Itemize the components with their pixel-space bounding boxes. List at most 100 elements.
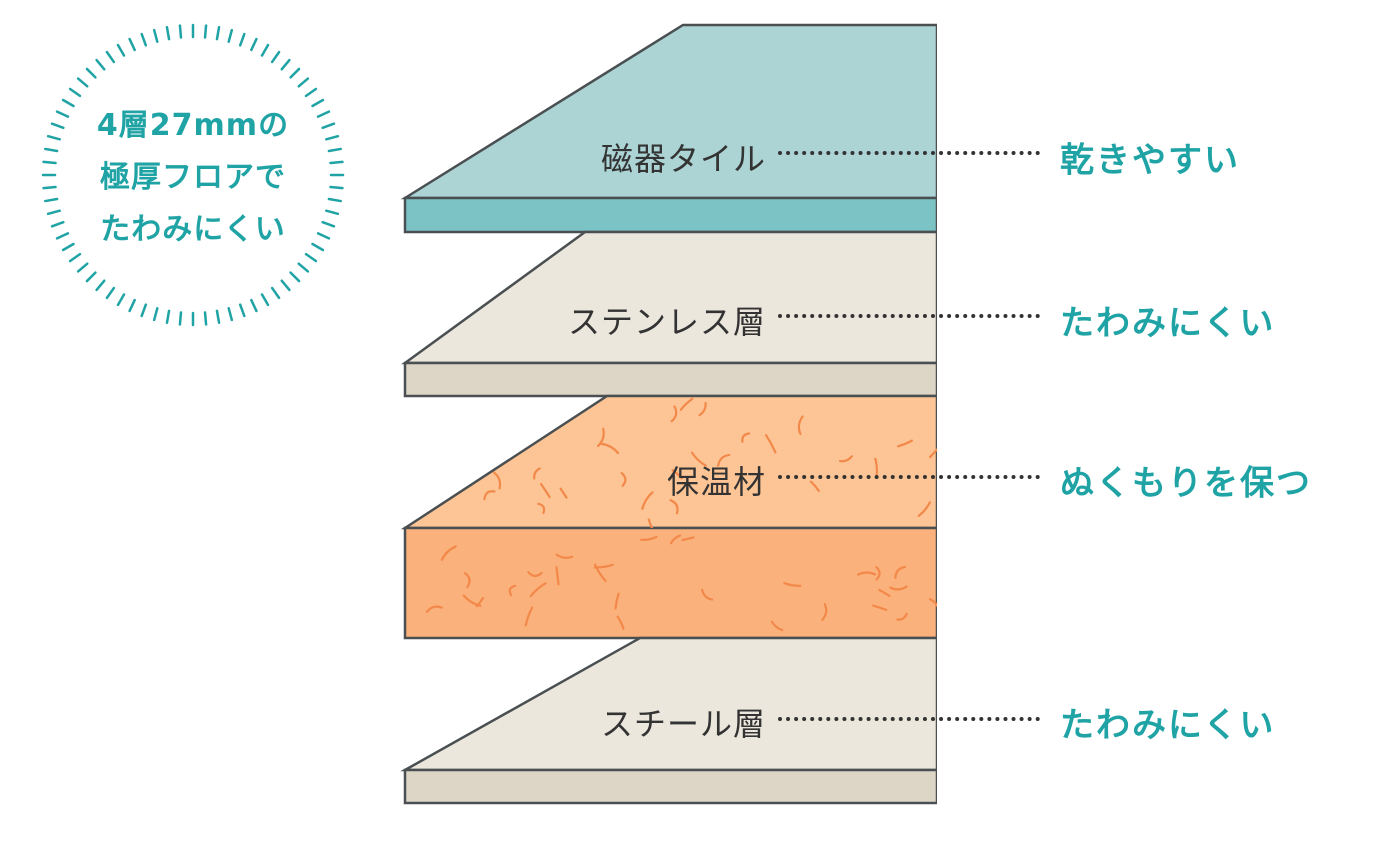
badge-tick bbox=[289, 67, 301, 79]
badge-tick bbox=[321, 220, 336, 228]
badge-tick bbox=[165, 26, 171, 41]
fiber-mark bbox=[600, 442, 620, 455]
badge-tick bbox=[316, 232, 331, 240]
badge-tick bbox=[105, 50, 116, 64]
badge-tick bbox=[50, 220, 65, 228]
badge-tick bbox=[250, 37, 258, 52]
fiber-mark bbox=[509, 397, 531, 408]
leader-line bbox=[778, 475, 1040, 479]
fiber-mark bbox=[878, 588, 891, 598]
fiber-mark bbox=[463, 572, 471, 589]
leader-line bbox=[778, 314, 1040, 318]
fiber-mark bbox=[593, 563, 614, 569]
fiber-mark bbox=[533, 467, 541, 480]
fiber-mark bbox=[896, 439, 914, 448]
layer-label-tile: 磁器タイル bbox=[600, 140, 766, 178]
badge-tick bbox=[329, 185, 344, 190]
badge-tick bbox=[250, 298, 258, 313]
badge-tick bbox=[128, 298, 136, 313]
badge-tick bbox=[68, 87, 82, 98]
fiber-mark bbox=[461, 407, 470, 422]
badge-tick bbox=[44, 147, 59, 153]
badge-tick bbox=[46, 209, 61, 216]
badge-tick bbox=[42, 185, 57, 190]
fiber-mark bbox=[889, 585, 908, 591]
badge-line: 極厚フロアで bbox=[100, 160, 286, 195]
badge-line: 4層27mmの bbox=[96, 108, 290, 143]
badge-tick bbox=[68, 252, 82, 263]
fiber-mark bbox=[559, 487, 568, 499]
badge-tick bbox=[140, 32, 148, 47]
fiber-mark bbox=[524, 606, 534, 627]
badge-tick bbox=[311, 242, 325, 252]
insulation-fiber-texture bbox=[425, 534, 937, 632]
fiber-mark bbox=[555, 553, 574, 559]
fiber-mark bbox=[640, 535, 658, 541]
fiber-mark bbox=[717, 453, 731, 467]
badge-tick bbox=[61, 242, 75, 252]
badge-tick bbox=[329, 160, 344, 165]
fiber-mark bbox=[669, 534, 682, 545]
badge-tick bbox=[85, 271, 97, 283]
badge-tick bbox=[297, 77, 310, 88]
fiber-mark bbox=[928, 598, 937, 608]
fiber-mark bbox=[529, 582, 547, 598]
badge-tick bbox=[238, 32, 246, 47]
fiber-mark bbox=[527, 571, 543, 577]
badge-tick bbox=[215, 309, 221, 324]
fiber-mark bbox=[741, 432, 751, 443]
fiber-mark bbox=[917, 501, 931, 517]
fiber-mark bbox=[701, 588, 714, 601]
fiber-mark bbox=[410, 436, 425, 447]
layer-stainless bbox=[401, 230, 939, 398]
fiber-mark bbox=[698, 401, 707, 417]
fiber-mark bbox=[671, 468, 683, 480]
badge-tick bbox=[152, 307, 159, 322]
fiber-mark bbox=[872, 604, 888, 612]
layer-label-insulation: 保温材 bbox=[666, 463, 766, 501]
badge-tick bbox=[95, 58, 106, 71]
fiber-mark bbox=[669, 499, 679, 515]
fiber-mark bbox=[616, 615, 625, 630]
badge-tick bbox=[44, 197, 59, 203]
badge-tick bbox=[280, 58, 291, 71]
badge-tick bbox=[152, 28, 159, 43]
fiber-mark bbox=[875, 566, 881, 581]
badge-tick bbox=[76, 77, 89, 88]
fiber-mark bbox=[425, 605, 443, 613]
badge-tick bbox=[105, 286, 116, 300]
badge-text: 4層27mmの 極厚フロアで たわみにくい bbox=[48, 100, 338, 256]
fiber-mark bbox=[451, 404, 468, 416]
badge-tick bbox=[270, 286, 281, 300]
badge-tick bbox=[289, 271, 301, 283]
benefit-label-stainless: たわみにくい bbox=[1060, 303, 1276, 344]
fiber-mark bbox=[596, 427, 605, 448]
fiber-mark bbox=[537, 502, 546, 514]
fiber-mark bbox=[797, 415, 804, 436]
badge-tick bbox=[42, 160, 57, 165]
badge-tick bbox=[270, 50, 281, 64]
badge-tick bbox=[316, 110, 331, 118]
badge-tick bbox=[61, 98, 75, 108]
badge-tick bbox=[55, 110, 70, 118]
fiber-mark bbox=[681, 536, 695, 542]
layer-steel bbox=[400, 636, 939, 805]
fiber-mark bbox=[594, 563, 607, 583]
right-edge-mask bbox=[937, 20, 943, 810]
benefit-label-steel: たわみにくい bbox=[1060, 705, 1276, 746]
badge-tick bbox=[76, 262, 89, 273]
fiber-mark bbox=[483, 490, 496, 501]
benefit-label-tile: 乾きやすい bbox=[1060, 140, 1240, 181]
badge-tick bbox=[311, 98, 325, 108]
badge-tick bbox=[260, 293, 270, 307]
badge-tick bbox=[203, 311, 208, 326]
badge-tick bbox=[327, 147, 342, 153]
layer-front-face bbox=[403, 361, 939, 398]
badge-tick bbox=[178, 24, 183, 39]
badge-tick bbox=[227, 28, 234, 43]
fiber-mark bbox=[555, 566, 560, 586]
fiber-mark bbox=[821, 603, 828, 621]
leader-line bbox=[778, 717, 1040, 721]
fiber-mark bbox=[783, 581, 802, 587]
fiber-mark bbox=[670, 405, 678, 423]
